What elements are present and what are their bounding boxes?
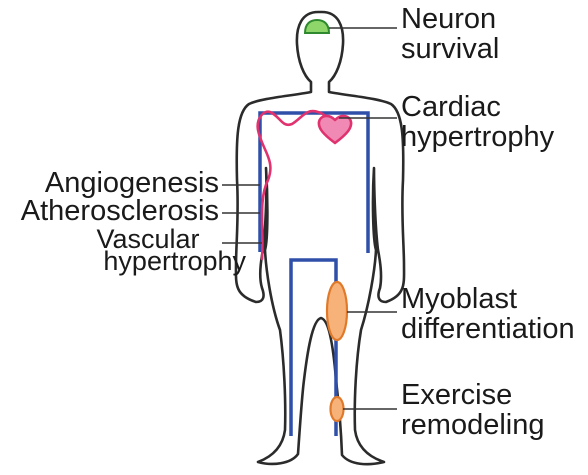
label-cardiac-line2: hypertrophy	[401, 121, 555, 153]
vessel-upper	[260, 113, 368, 253]
leader-lines	[222, 28, 397, 409]
heart-icon	[319, 116, 351, 143]
label-atherosclerosis: Atherosclerosis	[21, 195, 219, 227]
artery-line	[258, 111, 332, 259]
vessel-lower	[291, 260, 336, 436]
label-neuron-line2: survival	[401, 33, 499, 65]
brain-icon	[305, 20, 329, 33]
label-cardiac-line1: Cardiac	[401, 91, 501, 123]
thigh-muscle-icon	[327, 282, 347, 340]
label-vascular-line2: hypertrophy	[103, 246, 246, 276]
label-exercise-line2: remodeling	[401, 409, 544, 441]
label-vascular: Vascular hypertrophy	[96, 224, 246, 276]
label-exercise-line1: Exercise	[401, 379, 512, 411]
calf-muscle-icon	[331, 397, 344, 421]
label-neuron: Neuron survival	[401, 3, 504, 65]
label-myoblast-line2: differentiation	[401, 313, 575, 345]
label-myoblast-line1: Myoblast	[401, 283, 517, 315]
label-myoblast: Myoblast differentiation	[401, 283, 575, 345]
label-exercise: Exercise remodeling	[401, 379, 544, 441]
label-cardiac: Cardiac hypertrophy	[401, 91, 555, 153]
label-neuron-line1: Neuron	[401, 3, 496, 35]
